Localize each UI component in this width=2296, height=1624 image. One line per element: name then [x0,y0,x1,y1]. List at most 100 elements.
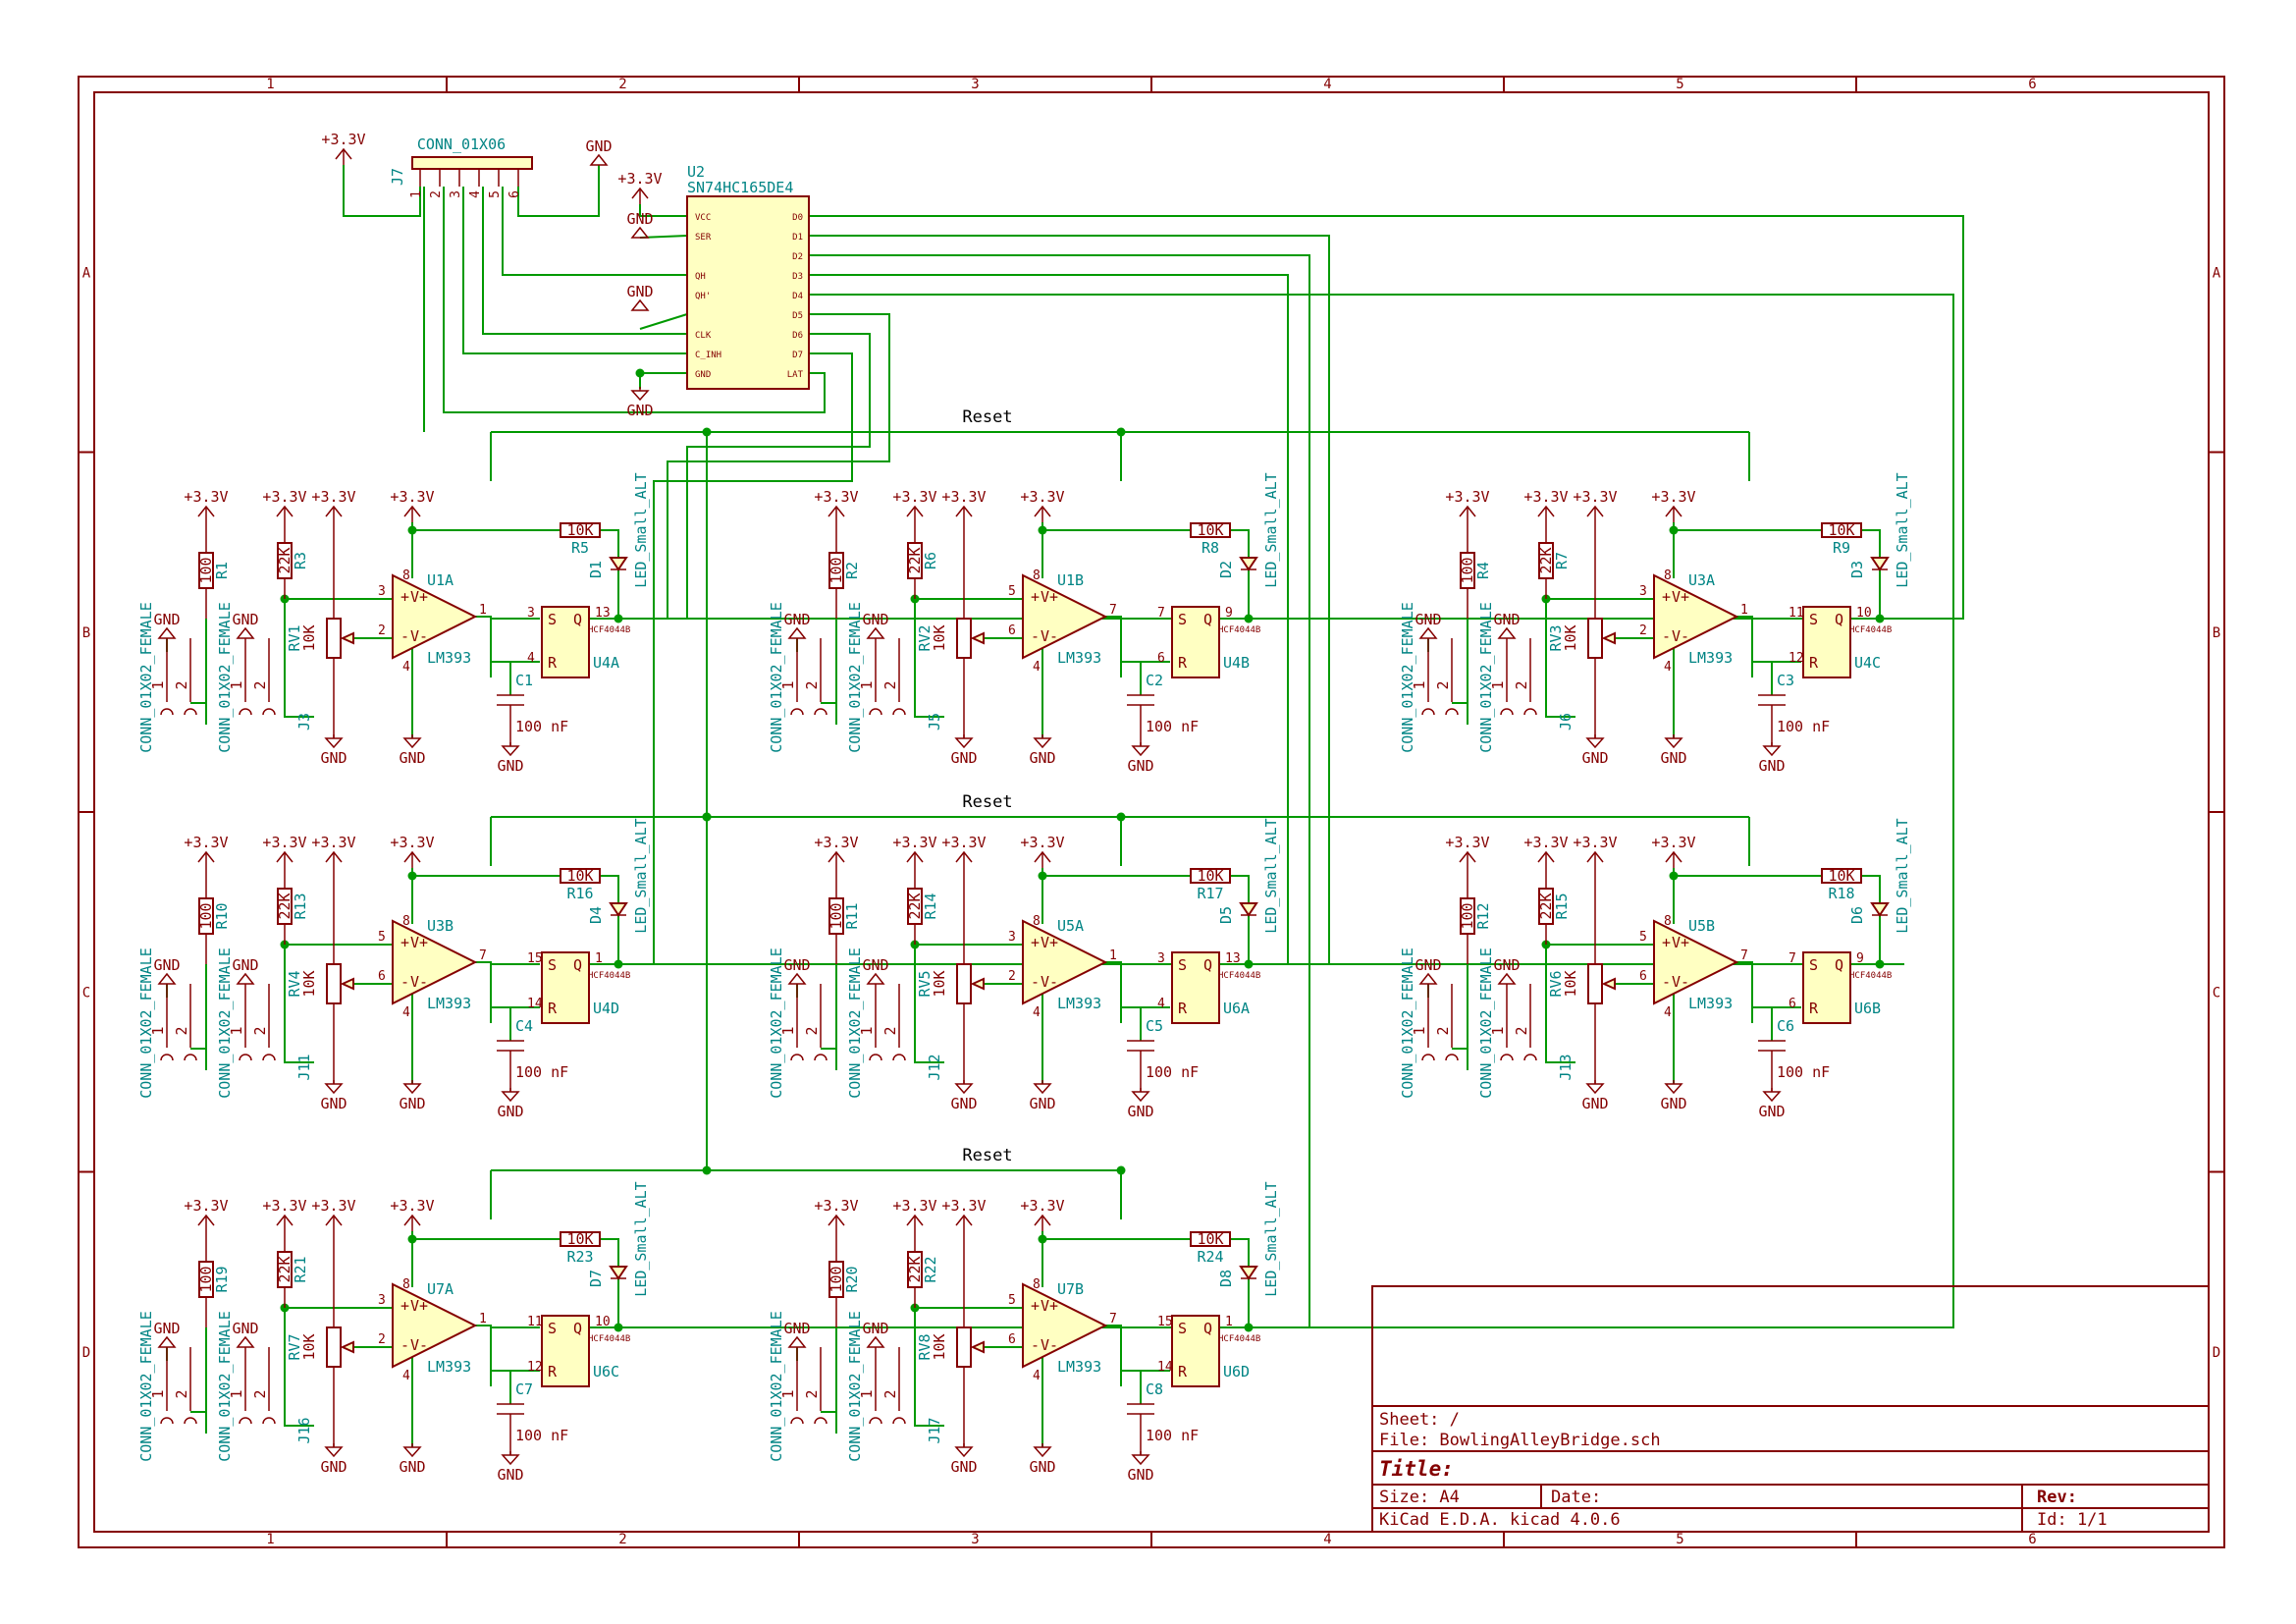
pin-number: 6 [1639,969,1647,984]
vcc-label: +3.3V [941,488,986,506]
flipflop-body [1802,951,1851,1024]
gnd-icon [630,390,650,402]
pin-number: 4 [1664,1005,1672,1020]
wire [190,964,207,1050]
gnd-label: GND [862,611,888,628]
flipflop-s: S [548,1320,557,1337]
gnd-icon [954,737,974,749]
cap-value: 100 nF [515,1063,568,1081]
resistor-body [1821,522,1862,538]
vcc-label: +3.3V [1651,488,1695,506]
pin-number: 12 [527,1360,543,1375]
column-ref-top: 2 [618,77,626,92]
pin-number: 7 [1109,603,1117,618]
pin-number: 1 [1740,603,1748,618]
comparator-vminus: V- [410,627,428,645]
gnd-label: GND [783,956,810,974]
column-ref-bottom: 1 [266,1532,274,1547]
vcc-label: +3.3V [1573,488,1617,506]
pot-ref: RV4 [286,970,303,997]
gnd-label: GND [1758,1103,1785,1120]
socket-icon [1445,1054,1459,1061]
socket-icon [262,1054,276,1061]
cap-ref: C2 [1146,672,1163,689]
comparator-value: LM393 [1057,1358,1101,1376]
resistor-ref: R18 [1828,885,1854,902]
vcc-label: +3.3V [892,1197,936,1215]
comparator-value: LM393 [427,1358,471,1376]
gnd-icon [787,1335,807,1348]
shift-register-pin-label: D4 [792,292,803,301]
gnd-icon [402,737,422,749]
pin-number: 3 [378,584,386,599]
vcc-label: +3.3V [1573,834,1617,851]
led-icon [1239,557,1258,571]
wire [1105,616,1122,677]
pot-value: 10K [931,970,948,997]
wire [1736,616,1753,677]
pin-number: 11 [527,1315,543,1329]
wire [190,619,207,704]
resistor-ref: R2 [843,562,861,579]
resistor-value: 10K [1828,521,1854,539]
flipflop-value: HCF4044B [588,625,630,635]
gnd-icon [787,626,807,639]
flipflop-value: HCF4044B [1849,625,1892,635]
resistor-ref: R15 [1553,893,1571,919]
led-value: LED_Small_ALT [1262,472,1280,587]
connector-pin-number: 2 [173,1389,190,1398]
led-icon [609,902,628,917]
vcc-label: +3.3V [311,834,355,851]
gnd-icon [236,626,255,639]
gnd-label: GND [1660,749,1686,767]
socket-icon [1500,708,1514,716]
gnd-icon [1664,737,1683,749]
resistor-ref: R9 [1833,539,1850,557]
wire [462,187,687,354]
cap-ref: C7 [515,1380,533,1398]
resistor-ref: R22 [922,1256,939,1282]
gnd-icon [1033,1446,1052,1458]
flipflop-ref: U6D [1223,1363,1250,1380]
resistor-value: 22K [906,893,924,919]
gnd-icon [630,298,650,311]
flipflop-r: R [1178,1000,1188,1017]
pot-ref: RV3 [1547,624,1565,651]
cap-value: 100 nF [1146,1427,1199,1444]
led-value: LED_Small_ALT [632,472,650,587]
gnd-label: GND [1660,1095,1686,1112]
resistor-value: 22K [276,1256,294,1282]
gnd-icon [1585,1083,1605,1095]
socket-icon [1523,1054,1537,1061]
flipflop-q: Q [1203,1320,1212,1337]
connector-pin-number: 1 [1489,680,1507,689]
comparator-vminus: V- [1672,973,1689,991]
connector-pin-number: 2 [881,1389,899,1398]
connector-pin-number: 2 [1513,680,1530,689]
comparator-body [1653,919,1739,1005]
led-ref: D3 [1848,561,1866,578]
pin-number: 8 [1033,568,1041,583]
wire [502,187,687,276]
vcc-label: +3.3V [1020,834,1064,851]
pin-number: 3 [1157,951,1165,966]
connector-j7-pin-number: 4 [468,190,483,198]
resistor-value: 10K [1197,521,1223,539]
comparator-body [392,573,478,660]
pin-number: 4 [527,651,535,666]
potentiometer-body [326,1326,342,1368]
pin-number: 2 [1008,969,1016,984]
comparator-value: LM393 [1057,649,1101,667]
wire [653,352,1904,965]
gnd-icon [236,972,255,985]
gnd-label: GND [1758,757,1785,775]
socket-icon [1500,1054,1514,1061]
socket-icon [160,1054,174,1061]
resistor-value: 22K [1537,547,1555,573]
gnd-label: GND [950,749,977,767]
pin-number: 8 [402,568,410,583]
connector-value: CONN_01X02_FEMALE [846,602,864,753]
pin-number: 5 [1008,1293,1016,1308]
resistor-value: 10K [566,521,593,539]
vcc-label: +3.3V [814,834,858,851]
